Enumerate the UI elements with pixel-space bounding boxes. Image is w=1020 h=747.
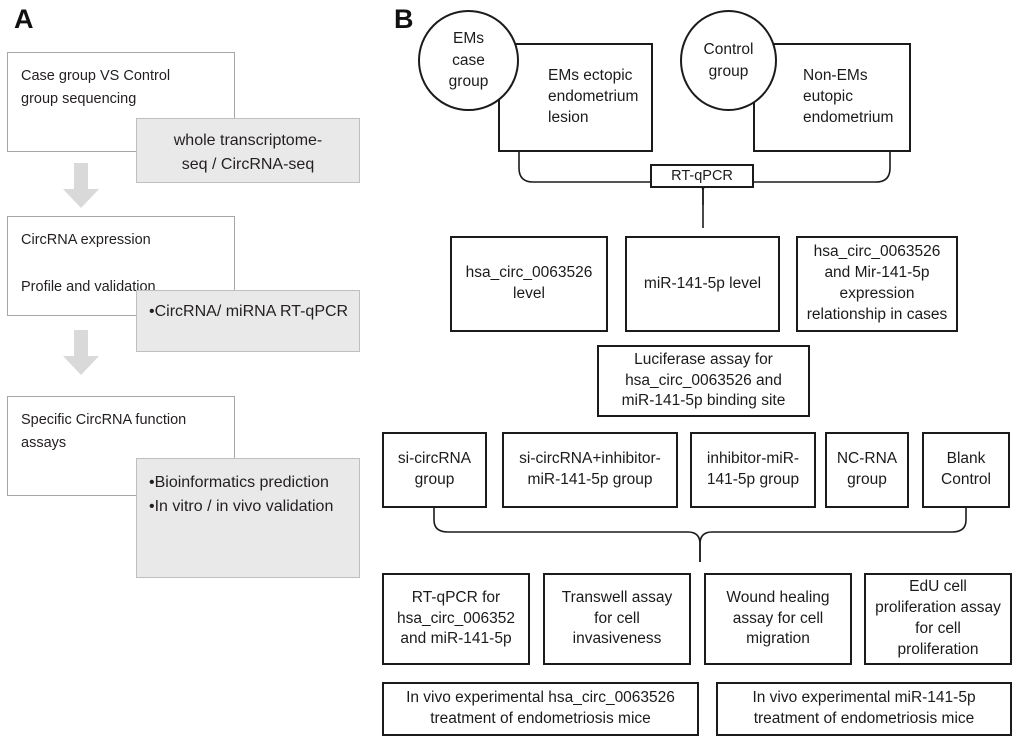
panel-b-treatment-group-2: si-circRNA+inhibitor-miR-141-5p group (502, 432, 678, 508)
panel-a-step-2-detail: •CircRNA/ miRNA RT-qPCR (136, 290, 360, 352)
panel-b-method-box: RT-qPCR (650, 164, 754, 188)
panel-a-step-1-detail: whole transcriptome-seq / CircRNA-seq (136, 118, 360, 183)
panel-a-letter: A (14, 4, 34, 34)
panel-b-method-label: RT-qPCR (671, 168, 733, 184)
panel-a-step-3-detail: •Bioinformatics prediction•In vitro / in… (136, 458, 360, 578)
panel-b-letter: B (394, 4, 414, 34)
panel-a-step-2-detail-text: •CircRNA/ miRNA RT-qPCR (149, 303, 349, 320)
panel-b-measurement-2: miR-141-5p level (625, 236, 780, 332)
panel-a-step-1-detail-text: whole transcriptome-seq / CircRNA-seq (173, 132, 323, 173)
panel-b-treatment-group-3: inhibitor-miR-141-5p group (690, 432, 816, 508)
arrow-down-icon-2 (63, 330, 99, 375)
panel-a-step-3-detail-text: •Bioinformatics prediction•In vitro / in… (149, 474, 334, 515)
panel-b-treatment-group-2-text: si-circRNA+inhibitor-miR-141-5p group (519, 450, 661, 488)
panel-b-treatment-group-3-text: inhibitor-miR-141-5p group (706, 450, 800, 488)
arrow-down-icon-1 (63, 163, 99, 208)
panel-b-measurement-2-text: miR-141-5p level (643, 274, 762, 292)
